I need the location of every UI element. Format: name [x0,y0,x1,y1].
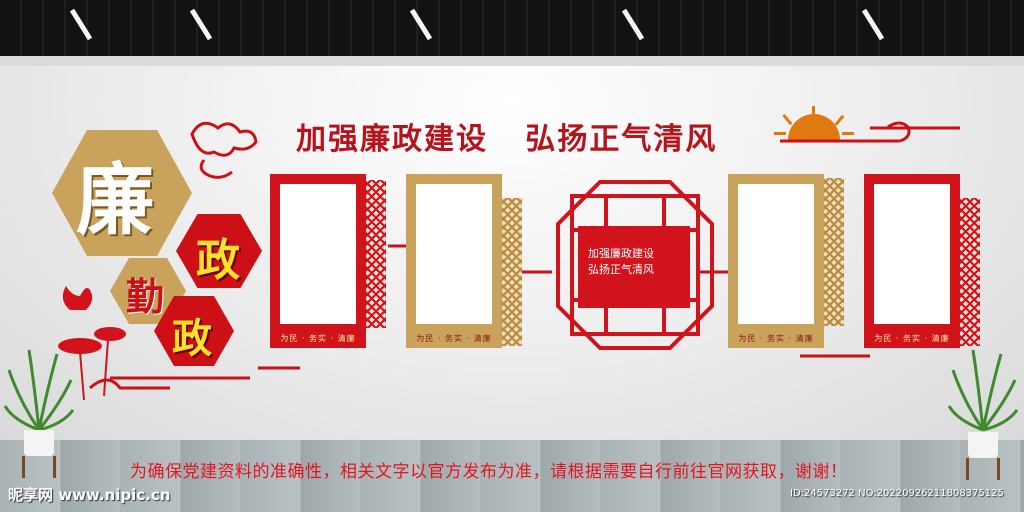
panel-2: 为民 · 务实 · 清廉 [406,174,502,348]
panel-frame [874,184,950,324]
panel-caption: 为民 · 务实 · 清廉 [416,334,492,343]
connector-lines [89,244,870,390]
panel-frame [280,184,356,324]
panel-caption: 为民 · 务实 · 清廉 [738,334,814,343]
hex-big-char: 廉 [76,155,155,246]
panel-3: 为民 · 务实 · 清廉 [728,174,824,348]
headline: 加强廉政建设 弘扬正气清风 [296,122,718,157]
ceiling-edge [0,56,1024,66]
plant-left [4,349,74,432]
wave-line [780,121,960,143]
center-label-line1: 加强廉政建设 [588,247,654,260]
center-label-line2: 弘扬正气清风 [588,263,654,276]
plant-stand-right [966,458,1000,480]
hex-bottom-char: 政 [172,315,212,362]
plant-pot-right [968,432,998,458]
lotus-icon [58,286,126,401]
hex-top-char: 政 [196,235,240,286]
center-red-panel [578,226,690,308]
watermark-left: 昵享网 www.nipic.cn [8,486,171,504]
panel-3-lattice [824,178,844,326]
floor [0,440,1024,512]
panel-1: 为民 · 务实 · 清廉 [270,174,366,348]
panel-1-lattice [366,180,386,328]
center-label: 加强廉政建设 弘扬正气清风 [580,246,662,278]
panel-frame [738,184,814,324]
panel-caption: 为民 · 务实 · 清廉 [874,334,950,343]
panel-caption: 为民 · 务实 · 清廉 [280,334,356,343]
watermark-right: ID:24573272 NO:20220926211808375125 [790,488,1004,499]
panel-4: 为民 · 务实 · 清廉 [864,174,960,348]
plant-pot-left [24,430,54,456]
plant-right [948,349,1018,432]
hex-mid-char: 勤 [126,274,165,319]
sun-icon [774,106,854,140]
plant-stand-left [22,456,56,478]
ceiling [0,0,1024,56]
panel-frame [416,184,492,324]
disclaimer-caption: 为确保党建资料的准确性，相关文字以官方发布为准，请根据需要自行前往官网获取，谢谢… [130,462,848,482]
cloud-icon [190,121,258,179]
panel-2-lattice [502,198,522,346]
panel-4-lattice [960,198,980,346]
